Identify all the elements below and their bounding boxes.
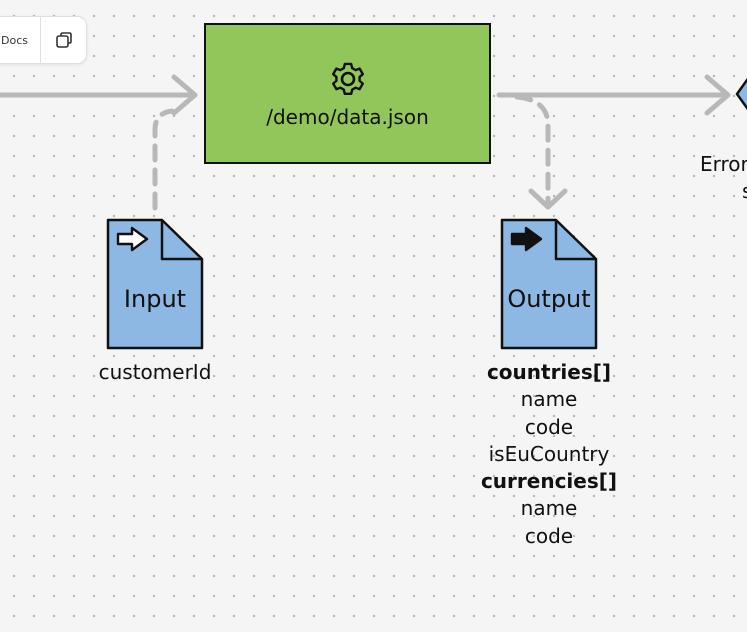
output-field: code [524,414,574,439]
output-document-node[interactable]: Output [499,217,599,351]
copy-icon [55,32,72,48]
input-connector[interactable] [152,108,175,211]
incoming-flow-arrow[interactable] [0,74,198,116]
output-connector-arrowhead [528,188,568,210]
output-document-title: Output [507,285,591,313]
output-field: name [520,387,578,412]
output-field: code [524,523,574,548]
input-document-title: Input [123,285,187,313]
outline-arrow-icon [116,226,149,252]
output-connector[interactable] [514,94,551,206]
output-field: currencies[] [480,469,618,494]
error-label-line1: Error [700,152,747,176]
document-shape [106,218,204,350]
docs-button[interactable]: Docs [0,17,41,63]
input-document-node[interactable]: Input [105,217,205,351]
error-node-label: Error s [700,151,747,205]
output-field-list: countries[] name code isEuCountry curren… [469,359,629,550]
copy-button[interactable] [41,17,86,63]
gear-icon [331,62,364,95]
process-label: /demo/data.json [266,104,429,129]
outgoing-flow-arrow[interactable] [496,74,731,116]
input-field-customer-id: customerId [98,360,212,384]
output-field: name [520,496,578,521]
error-diamond-node[interactable] [735,73,747,115]
input-field-list: customerId [80,359,230,386]
solid-arrow-icon [510,226,543,252]
document-shape [500,218,598,350]
error-label-line2: s [700,178,747,205]
output-field: isEuCountry [488,441,610,466]
floating-toolbar: Docs [0,16,87,64]
process-node[interactable]: /demo/data.json [204,23,491,164]
output-field: countries[] [486,360,612,384]
